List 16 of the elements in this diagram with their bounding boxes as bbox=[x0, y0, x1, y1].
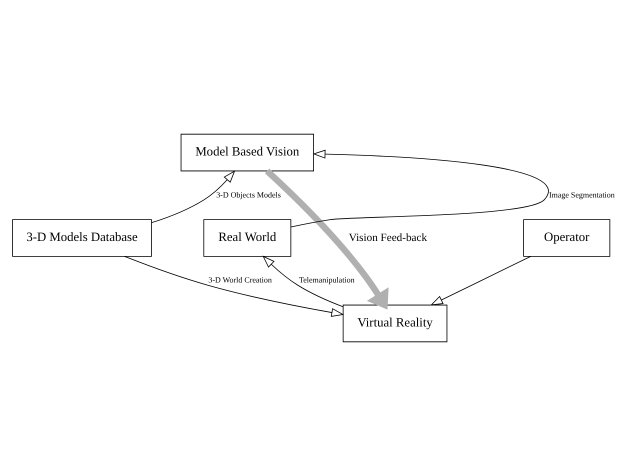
arrow bbox=[124, 256, 344, 317]
arrow bbox=[151, 170, 236, 224]
node-box: Real World bbox=[203, 219, 292, 257]
node-box: Model Based Vision bbox=[180, 134, 314, 172]
node-box: 3-D Models Database bbox=[12, 219, 152, 257]
arrow bbox=[290, 150, 549, 228]
arrow bbox=[430, 256, 532, 306]
node-box: Operator bbox=[523, 219, 610, 257]
edge-label: Image Segmentation bbox=[549, 190, 615, 200]
arrow bbox=[262, 256, 344, 308]
edge-label: Telemanipulation bbox=[298, 276, 355, 285]
arrow bbox=[264, 168, 389, 310]
edge-label: 3-D Objects Models bbox=[216, 190, 281, 200]
edge-label: Vision Feed-back bbox=[348, 232, 428, 244]
edge-label: 3-D World Creation bbox=[208, 276, 272, 285]
node-box: Virtual Reality bbox=[342, 304, 448, 342]
